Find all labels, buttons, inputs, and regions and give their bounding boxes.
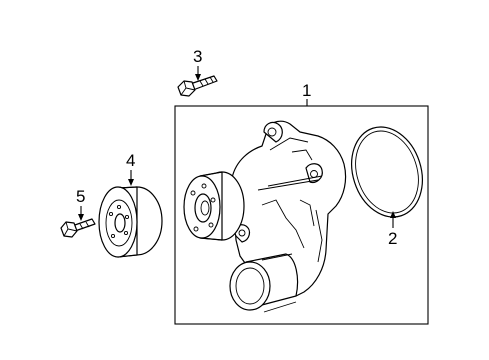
callout-1-label: 1 <box>302 81 311 100</box>
bolt-3 <box>177 75 218 97</box>
pulley <box>98 186 163 258</box>
assembly-frame <box>174 105 429 325</box>
callout-5-label: 5 <box>76 187 85 206</box>
callout-5-arrow <box>78 214 84 221</box>
callout-2-arrow <box>390 211 396 218</box>
callout-4-label: 4 <box>126 151 135 170</box>
callout-3-label: 3 <box>193 47 202 66</box>
bolt-5 <box>60 218 96 238</box>
water-pump <box>183 120 347 313</box>
callout-3-arrow <box>195 74 201 81</box>
callout-4-arrow <box>128 179 134 186</box>
callout-2-label: 2 <box>388 229 397 248</box>
gasket-o-ring <box>351 126 423 218</box>
